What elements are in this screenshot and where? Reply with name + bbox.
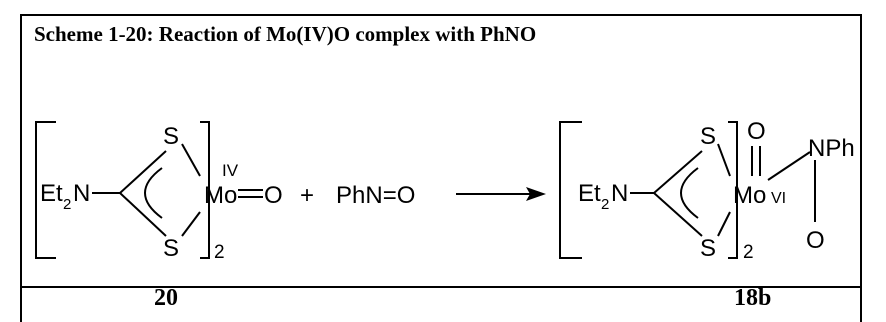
reactant-oxidation-state: IV <box>222 161 239 180</box>
reaction-arrow <box>456 187 546 201</box>
reactant-amine-et: Et <box>40 180 63 207</box>
reactant-complex: Et 2 N S S 2 Mo IV O <box>35 121 283 263</box>
product-oxidation-state: VI <box>771 190 786 207</box>
reagent-phno: PhN=O <box>336 182 415 209</box>
product-amine-subscript: 2 <box>601 196 609 213</box>
reactant-s-mo-top-bond <box>181 143 201 177</box>
reactant-oxo: O <box>264 182 283 209</box>
product-s-mo-bottom-bond <box>717 211 731 237</box>
reactant-s-mo-bottom-bond <box>181 211 201 237</box>
reactant-amine-n: N <box>73 180 90 207</box>
product-ring-oxygen: O <box>806 227 825 254</box>
reactant-delocalisation-arc <box>144 167 163 219</box>
reactant-sulfur-bottom: S <box>163 235 179 262</box>
scheme-frame <box>20 14 862 322</box>
plus-sign: + <box>300 182 314 209</box>
reactant-metal: Mo <box>204 182 237 209</box>
product-left-bracket <box>559 121 582 259</box>
scheme-frame-bottom-rule <box>20 286 862 288</box>
scheme-title: Scheme 1-20: Reaction of Mo(IV)O complex… <box>34 22 537 46</box>
product-sulfur-top: S <box>700 123 716 150</box>
reactant-amine-subscript: 2 <box>63 196 71 213</box>
reactant-sulfur-top: S <box>163 123 179 150</box>
product-c-s-top-bond <box>653 150 703 194</box>
product-metal: Mo <box>733 182 766 209</box>
product-s-mo-top-bond <box>717 143 731 177</box>
product-amine-n: N <box>611 180 628 207</box>
product-label: 18b <box>734 285 771 311</box>
reactant-right-bracket <box>200 121 210 259</box>
product-bracket-count: 2 <box>743 242 754 263</box>
reactant-c-s-bottom-bond <box>119 192 167 237</box>
product-delocalisation-arc <box>680 167 699 219</box>
product-sulfur-bottom: S <box>700 235 716 262</box>
reactant-c-s-top-bond <box>119 150 167 194</box>
product-nitrene: NPh <box>808 135 855 162</box>
product-right-bracket <box>728 121 738 259</box>
reactant-left-bracket <box>35 121 56 259</box>
product-amine-et: Et <box>578 180 601 207</box>
reactant-bracket-count: 2 <box>214 242 225 263</box>
product-complex: Et 2 N S S 2 Mo VI O NPh O <box>559 118 855 263</box>
reactant-label: 20 <box>154 285 178 311</box>
product-oxo: O <box>747 118 766 145</box>
product-mo-n-bond <box>767 151 811 181</box>
product-c-s-bottom-bond <box>653 192 703 237</box>
